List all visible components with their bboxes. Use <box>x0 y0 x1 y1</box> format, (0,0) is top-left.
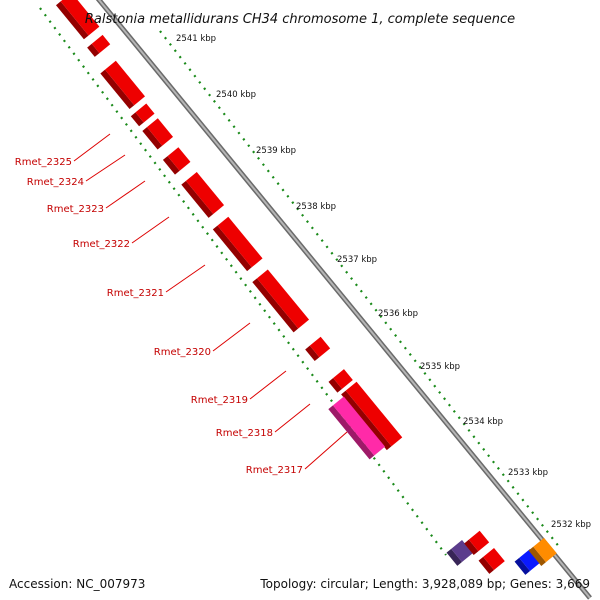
gene-label-connector <box>274 403 311 433</box>
gene-label-connector <box>131 216 170 244</box>
scale-label: 2538 kbp <box>296 202 336 212</box>
gene-feature-f <box>162 147 191 175</box>
scale-label: 2539 kbp <box>256 146 296 156</box>
gene-feature-k <box>328 369 353 393</box>
gene-labels: Rmet_2325Rmet_2324Rmet_2323Rmet_2322Rmet… <box>15 133 348 476</box>
gene-feature-d <box>130 103 155 127</box>
gene-label-connector <box>105 180 146 209</box>
gene-feature-rmet2317 <box>328 396 386 460</box>
inner-scale-track <box>39 7 447 556</box>
gene-feature-g <box>181 171 225 218</box>
gene-label: Rmet_2324 <box>27 177 84 188</box>
gene-label-connector <box>73 133 111 162</box>
gene-feature-i <box>252 269 310 333</box>
scale-label: 2534 kbp <box>463 417 503 427</box>
gene-label-connector <box>165 264 206 293</box>
gene-label-connector <box>249 370 287 400</box>
gene-label-connector <box>304 431 348 470</box>
gene-label: Rmet_2321 <box>107 288 164 299</box>
gene-feature-c <box>100 60 146 110</box>
map-title: Ralstonia metallidurans CH34 chromosome … <box>85 12 515 27</box>
gene-feature-e <box>142 118 174 150</box>
gene-feature-j <box>305 336 331 362</box>
gene-feature-h <box>212 216 263 272</box>
gene-feature-m <box>464 530 490 556</box>
accession-text: Accession: NC_007973 <box>9 577 146 591</box>
scale-label: 2535 kbp <box>420 362 460 372</box>
gene-feature-n <box>478 547 505 574</box>
scale-label: 2541 kbp <box>176 34 216 44</box>
gene-label: Rmet_2323 <box>47 204 104 215</box>
gene-label: Rmet_2317 <box>246 465 303 476</box>
scale-labels: 2541 kbp 2540 kbp 2539 kbp 2538 kbp 2537 kbp… <box>176 34 591 530</box>
topology-text: Topology: circular; Length: 3,928,089 bp… <box>260 577 590 591</box>
outer-scale-track <box>159 30 561 549</box>
backbone <box>95 0 592 600</box>
gene-label: Rmet_2318 <box>216 428 273 439</box>
gene-features <box>55 0 557 575</box>
gene-feature-blue <box>514 548 541 575</box>
scale-label: 2540 kbp <box>216 90 256 100</box>
gene-feature-l <box>341 381 403 451</box>
gene-feature-purple <box>446 539 473 566</box>
gene-feature-orange <box>528 537 557 566</box>
scale-label: 2536 kbp <box>378 309 418 319</box>
gene-label: Rmet_2322 <box>73 239 130 250</box>
gene-label: Rmet_2319 <box>191 395 248 406</box>
scale-label: 2537 kbp <box>337 255 377 265</box>
gene-label-connector <box>212 322 251 352</box>
scale-label: 2532 kbp <box>551 520 591 530</box>
gene-feature-b <box>87 34 111 57</box>
scale-label: 2533 kbp <box>508 468 548 478</box>
gene-label: Rmet_2325 <box>15 157 72 168</box>
gene-label-connector <box>85 154 126 182</box>
gene-feature-a <box>55 0 100 40</box>
gene-label: Rmet_2320 <box>154 347 211 358</box>
